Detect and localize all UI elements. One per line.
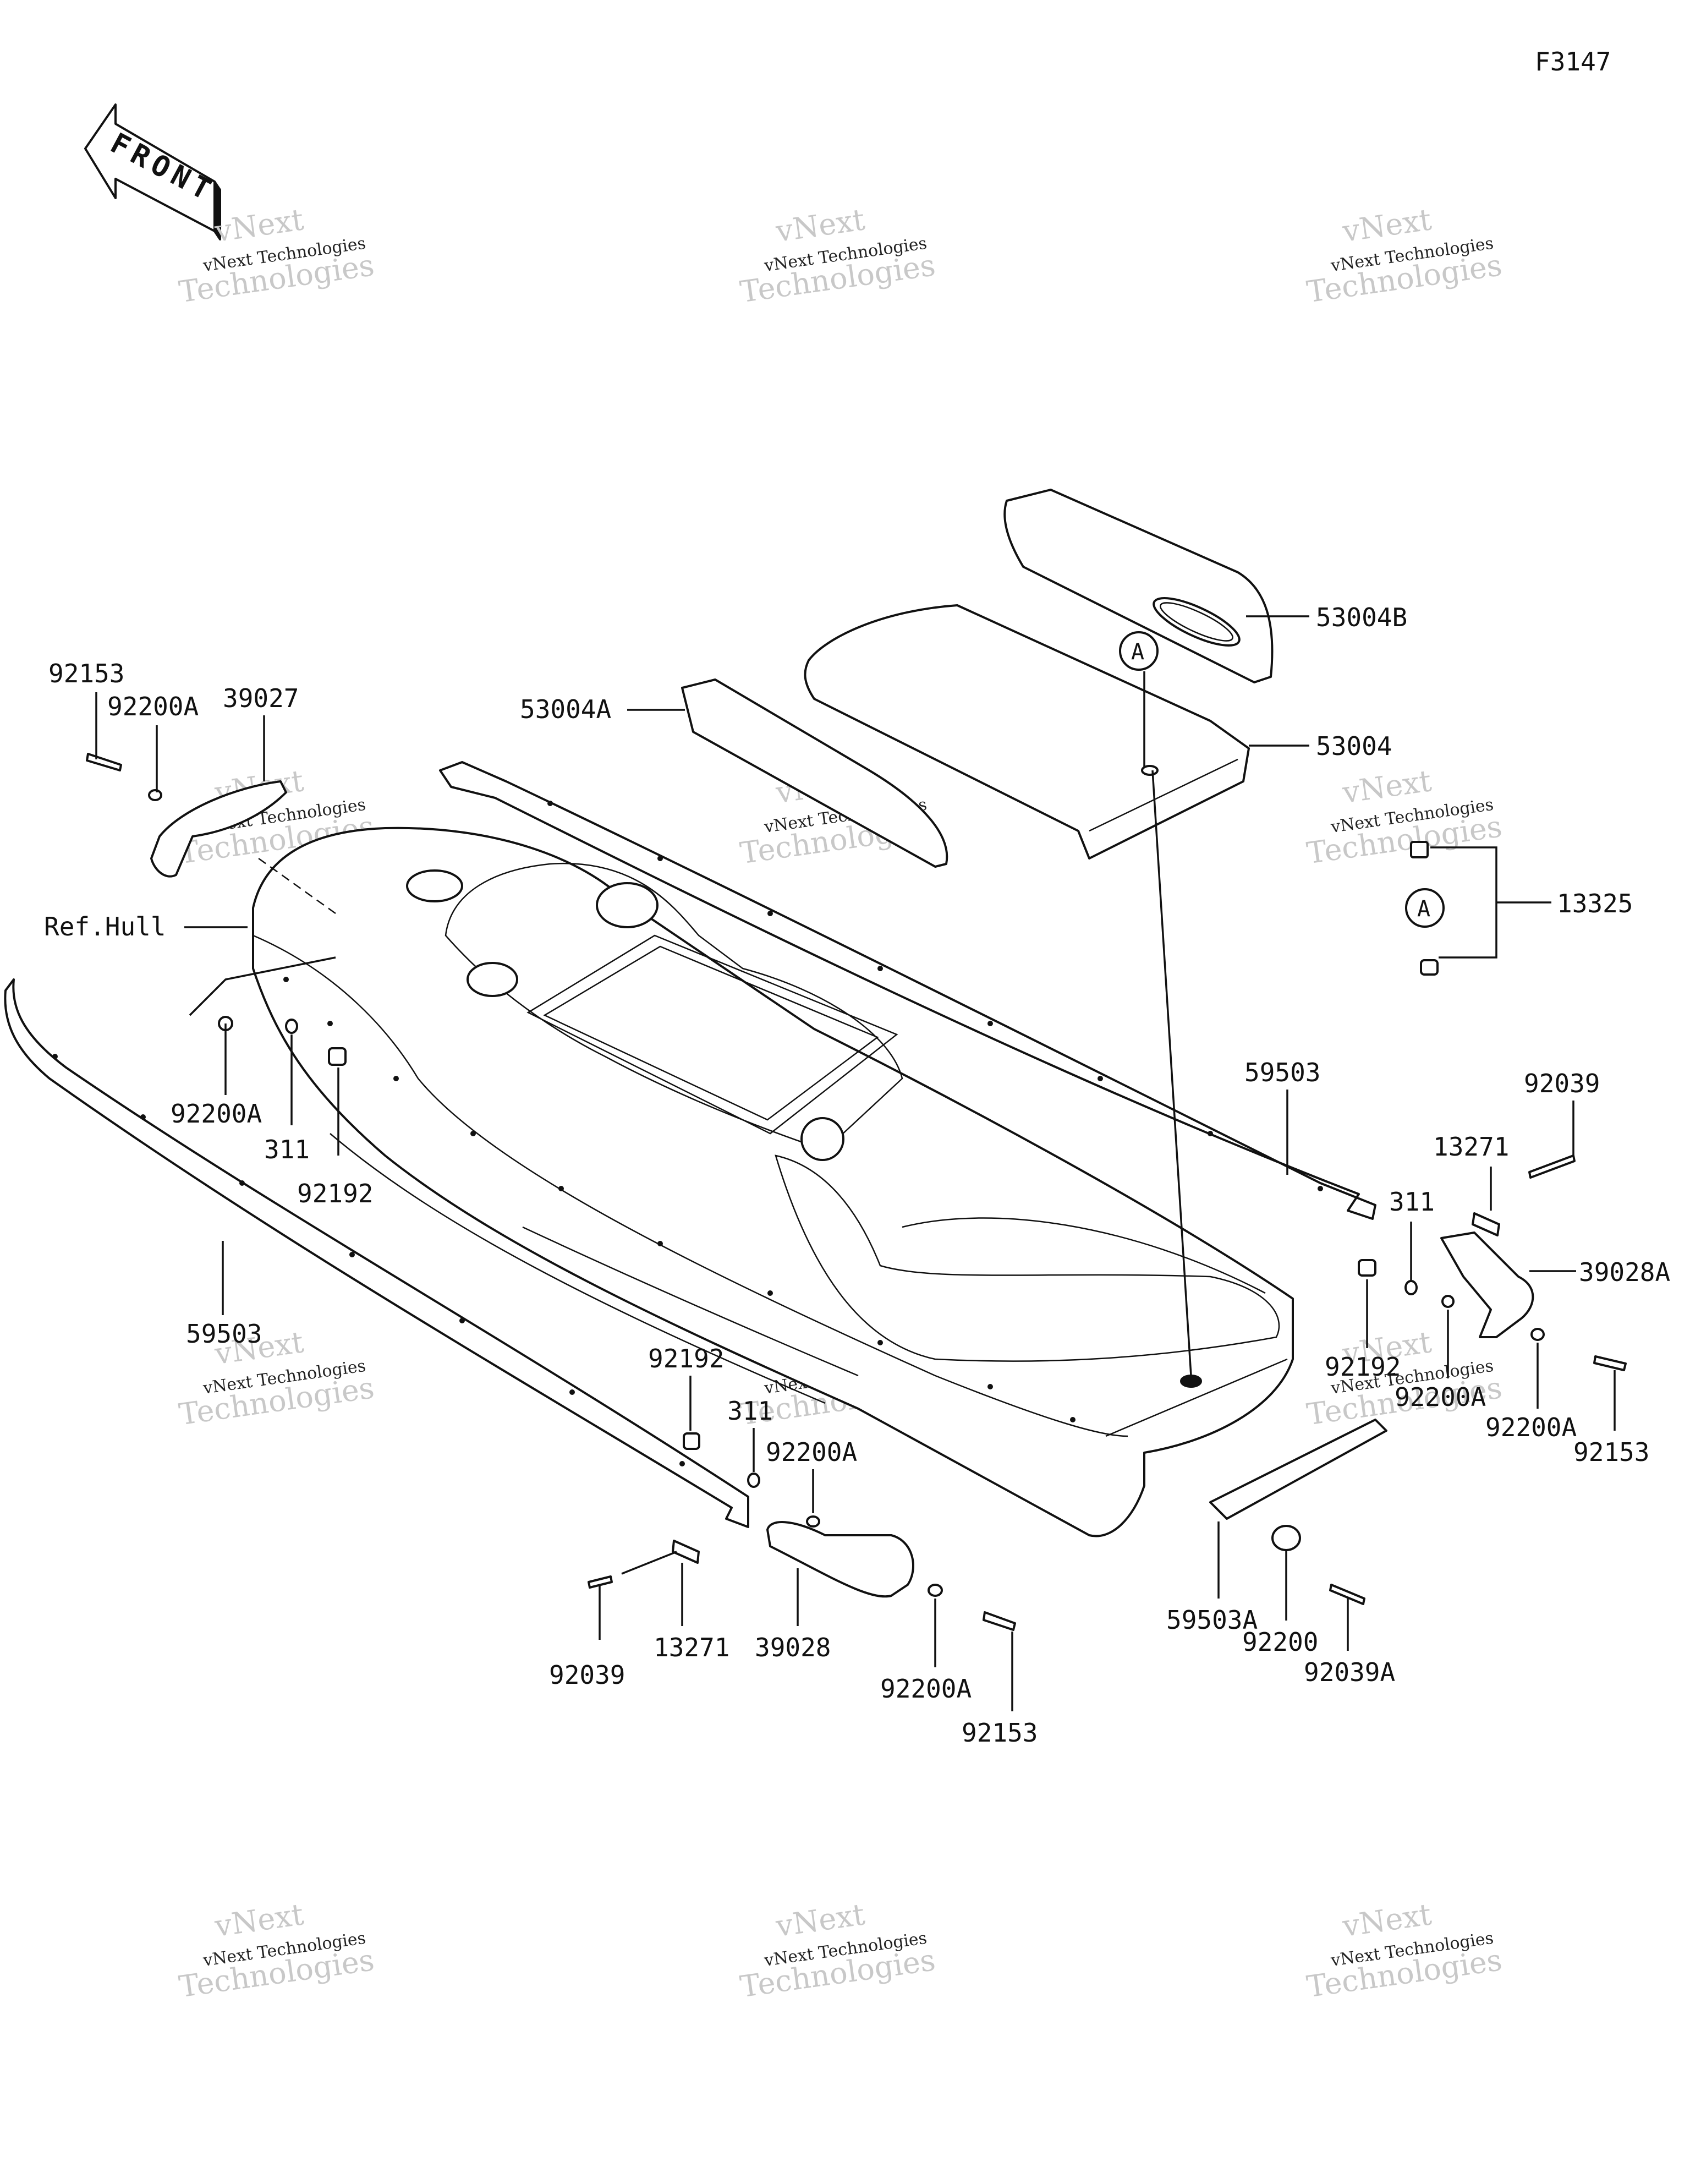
- label-92200a: 92200A: [1395, 1382, 1486, 1412]
- label-92200a: 92200A: [880, 1674, 972, 1704]
- part-53004a: [681, 678, 948, 868]
- watermark: vNext vNext Technologies Technologies: [177, 1324, 376, 1432]
- watermark: vNext vNext Technologies Technologies: [738, 1897, 937, 2004]
- label-92039: 92039: [549, 1660, 625, 1690]
- label-39027: 39027: [223, 683, 299, 713]
- watermark: vNext vNext Technologies Technologies: [177, 1897, 376, 2004]
- watermark: vNext vNext Technologies Technologies: [1304, 1897, 1504, 2004]
- svg-text:vNext: vNext: [1340, 1897, 1434, 1944]
- reference-marker-a: A A: [1119, 631, 1445, 928]
- watermark: vNext vNext Technologies Technologies: [1304, 763, 1504, 871]
- label-92039a: 92039A: [1304, 1657, 1395, 1687]
- part-39028: [766, 1521, 914, 1598]
- label-92192: 92192: [648, 1344, 724, 1373]
- svg-text:vNext: vNext: [212, 202, 306, 249]
- part-39028a: [1440, 1231, 1534, 1338]
- svg-text:vNext: vNext: [1340, 763, 1434, 810]
- part-59503-left: [4, 978, 749, 1528]
- label-13271: 13271: [654, 1633, 729, 1662]
- label-53004a: 53004A: [520, 694, 611, 724]
- svg-text:A: A: [1131, 639, 1144, 665]
- label-13325: 13325: [1557, 889, 1633, 918]
- label-92153: 92153: [1573, 1437, 1649, 1467]
- label-92200: 92200: [1242, 1627, 1318, 1657]
- watermark: vNext vNext Technologies Technologies: [738, 202, 937, 309]
- ref-hull-label: Ref.Hull: [44, 912, 166, 942]
- label-59503: 59503: [186, 1319, 262, 1349]
- label-13271: 13271: [1433, 1132, 1509, 1162]
- label-92200a: 92200A: [171, 1099, 262, 1129]
- watermark: vNext vNext Technologies Technologies: [1304, 202, 1504, 309]
- part-39027: [150, 780, 287, 878]
- svg-text:vNext: vNext: [212, 1897, 306, 1944]
- part-59503a: [1209, 1419, 1387, 1520]
- part-53004b: [1003, 489, 1274, 683]
- label-311: 311: [1389, 1187, 1435, 1217]
- label-311: 311: [727, 1396, 773, 1426]
- svg-text:vNext: vNext: [773, 202, 867, 249]
- part-59503-right: [439, 761, 1376, 1220]
- label-92200a: 92200A: [107, 692, 199, 721]
- label-92200a: 92200A: [766, 1437, 857, 1467]
- label-59503: 59503: [1244, 1058, 1320, 1087]
- figure-code: F3147: [1535, 47, 1611, 76]
- label-53004b: 53004B: [1316, 603, 1407, 632]
- part-labels: 92153 92200A 39027 53004A 53004B 53004 1…: [44, 603, 1670, 1748]
- part-53004: [804, 604, 1250, 860]
- leader-lines: [95, 615, 1616, 1711]
- front-arrow-icon: FRONT: [84, 103, 221, 240]
- label-92153: 92153: [962, 1718, 1038, 1748]
- label-92200a: 92200A: [1485, 1413, 1577, 1442]
- svg-text:vNext: vNext: [773, 1897, 867, 1944]
- svg-text:vNext: vNext: [1340, 202, 1434, 249]
- hardware: [86, 753, 1627, 1631]
- label-92039: 92039: [1524, 1069, 1600, 1098]
- svg-text:A: A: [1417, 896, 1430, 922]
- label-53004: 53004: [1316, 731, 1392, 761]
- label-92192: 92192: [1325, 1352, 1401, 1382]
- label-59503a: 59503A: [1166, 1605, 1258, 1635]
- label-39028a: 39028A: [1579, 1257, 1670, 1287]
- label-311: 311: [264, 1135, 310, 1164]
- label-92192: 92192: [297, 1179, 373, 1208]
- label-39028: 39028: [755, 1633, 831, 1662]
- hull: [252, 826, 1294, 1537]
- label-92153: 92153: [48, 659, 124, 688]
